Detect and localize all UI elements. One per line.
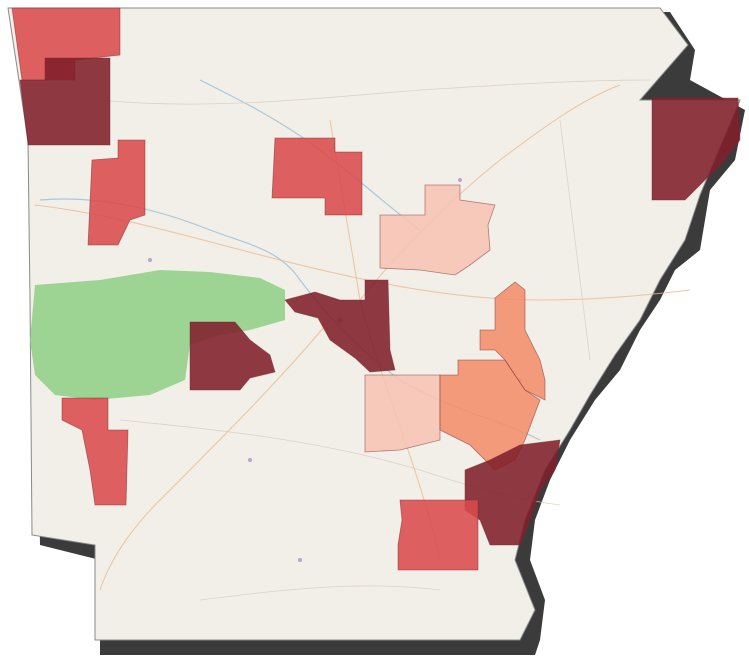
area-south-red[interactable]	[397, 499, 479, 571]
area-pulaski[interactable]	[284, 279, 396, 373]
national-forest-area	[30, 270, 285, 400]
choropleth-layer	[11, 7, 741, 571]
road-minor-4	[559, 119, 591, 361]
area-east-strip[interactable]	[479, 281, 546, 401]
town-dot	[458, 178, 462, 182]
area-central-east[interactable]	[379, 184, 496, 276]
town-dot	[298, 558, 302, 562]
area-south-central-light[interactable]	[364, 374, 441, 453]
area-north-central[interactable]	[271, 137, 363, 216]
area-west-central-strip[interactable]	[87, 139, 146, 246]
area-se-dark[interactable]	[464, 439, 561, 546]
area-garland[interactable]	[189, 321, 276, 391]
town-dot	[148, 258, 152, 262]
area-sw-strip[interactable]	[61, 397, 129, 506]
area-northeast[interactable]	[651, 97, 741, 201]
road-i30	[99, 319, 331, 591]
area-nw-lower[interactable]	[19, 57, 111, 146]
road-minor-1	[99, 79, 651, 105]
town-dot	[248, 458, 252, 462]
road-minor-3	[199, 585, 441, 601]
